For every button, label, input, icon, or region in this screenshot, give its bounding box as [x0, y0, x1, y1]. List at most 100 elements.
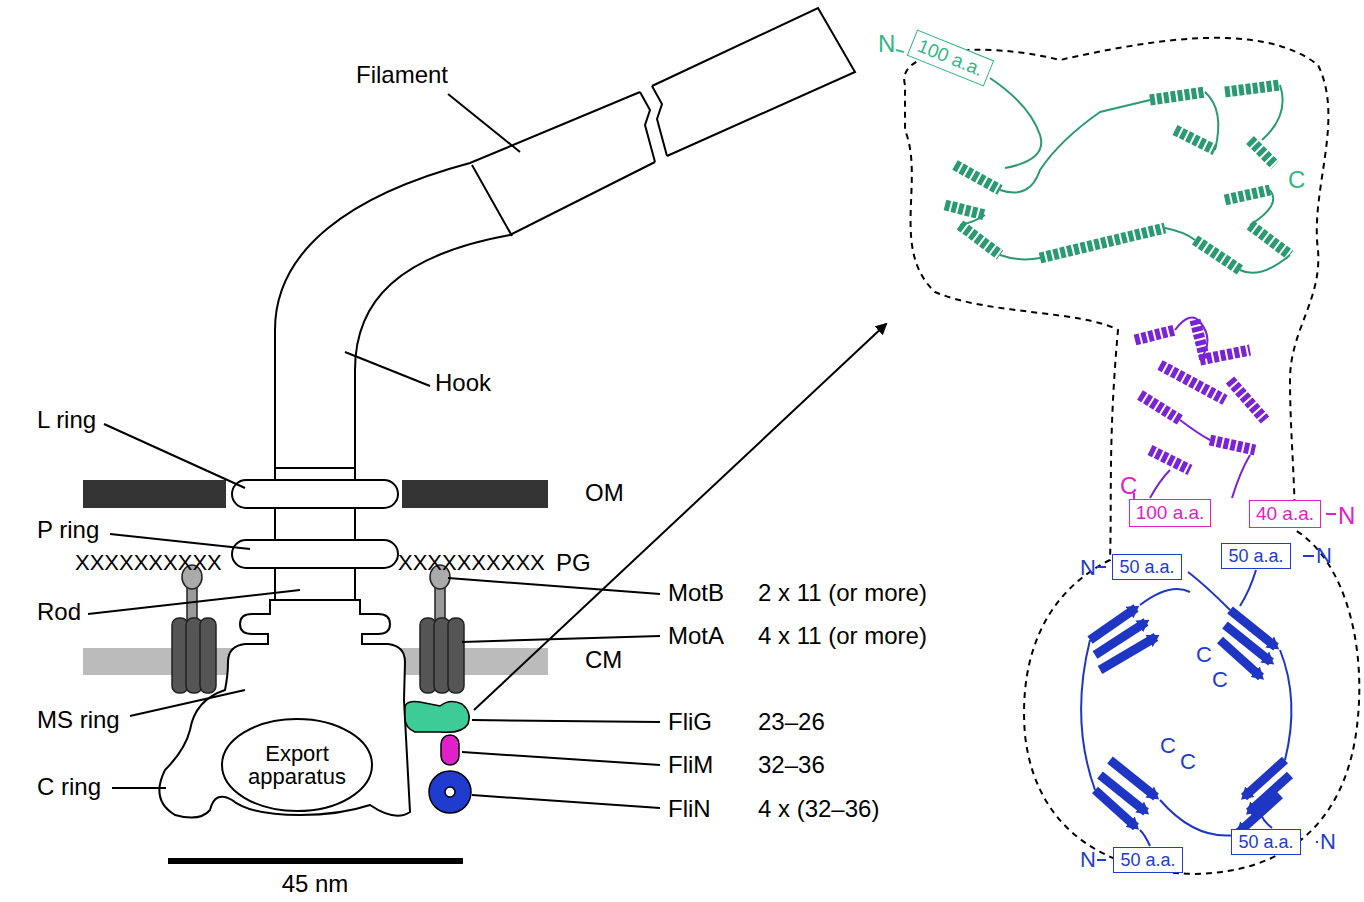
label-holder: L ring [37, 408, 96, 432]
label-holder: XXXXXXXXXX [398, 552, 545, 574]
label-holder: MS ring [37, 708, 120, 732]
leader-lines [88, 94, 886, 808]
stator-part [448, 618, 464, 693]
stator-part [435, 585, 445, 621]
leader-lines-part [472, 795, 660, 808]
membranes-part [83, 480, 226, 508]
filament-hook-part [652, 86, 667, 156]
flig-structure-part [1165, 228, 1195, 240]
part-label: P ring [37, 518, 99, 542]
flig-structure-part [955, 165, 1000, 190]
part-label: 23–26 [758, 710, 825, 734]
filament-hook-part [640, 92, 655, 162]
part-label: C ring [37, 775, 101, 799]
flin-structure-part [1280, 650, 1291, 760]
label-holder: FliM [668, 753, 713, 777]
flig-structure-part [945, 205, 985, 215]
leader-lines-part [345, 352, 430, 386]
part-label: N [1080, 849, 1096, 871]
switch-complex-part [441, 735, 459, 765]
flig-structure-part [1225, 190, 1270, 200]
part-label: C [1180, 751, 1196, 773]
terminus-ticks-part [1097, 859, 1106, 861]
stator [172, 565, 464, 693]
flig-structure-part [990, 78, 1041, 168]
leader-lines-part [110, 534, 250, 549]
label-holder: C [1120, 474, 1137, 498]
flin-structure-part [1095, 790, 1136, 827]
label-holder: 4 x 11 (or more) [758, 624, 927, 648]
part-label: 2 x 11 (or more) [758, 581, 927, 605]
leader-lines-part [448, 94, 520, 152]
part-label: MotA [668, 624, 724, 648]
part-label: N [1316, 545, 1332, 567]
leader-lines-part [130, 690, 245, 716]
label-holder: N [1080, 557, 1096, 579]
part-label: N [1320, 831, 1336, 853]
label-holder: C [1288, 168, 1305, 192]
flim-structure-part [1135, 330, 1175, 340]
flim-structure-part [1232, 455, 1250, 498]
rod-rings-part [232, 540, 398, 568]
leader-lines-part [448, 578, 660, 594]
part-label: XXXXXXXXXX [398, 552, 545, 574]
stator-part [200, 618, 216, 693]
residue-count: 50 a.a. [1120, 851, 1175, 870]
part-label: OM [585, 481, 624, 505]
filament-hook-part [472, 165, 512, 236]
part-label: N [878, 32, 895, 56]
part-label: 4 x (32–36) [758, 797, 879, 821]
label-holder: N [878, 32, 895, 56]
flim-structure-part [1230, 380, 1265, 420]
part-label: L ring [37, 408, 96, 432]
length-box: 50 a.a. [1112, 554, 1181, 581]
switch-complex [405, 701, 471, 813]
flig-structure-part [1250, 140, 1275, 165]
label-holder: XXXXXXXXXX [75, 552, 222, 574]
leader-lines-part [462, 752, 660, 765]
flig-structure-part [1000, 100, 1150, 193]
flin-structure-part [1230, 610, 1276, 647]
part-label: Rod [37, 600, 81, 624]
label-holder: MotA [668, 624, 724, 648]
label-holder: 32–36 [758, 753, 825, 777]
label-holder: MotB [668, 581, 724, 605]
part-label: MS ring [37, 708, 120, 732]
flim-structure-part [1150, 450, 1190, 470]
part-label: C [1160, 735, 1176, 757]
part-label: FliM [668, 753, 713, 777]
ellipse-shape [222, 719, 372, 811]
part-label: PG [556, 551, 591, 575]
flim-structure-part [1150, 470, 1170, 498]
residue-count: 40 a.a. [1256, 504, 1314, 524]
residue-count: 50 a.a. [1238, 833, 1293, 852]
flig-structure-part [1262, 85, 1283, 140]
length-box: 50 a.a. [1113, 847, 1182, 874]
terminus-ticks-part [1303, 555, 1314, 557]
scale-bar [168, 858, 463, 864]
part-label: Hook [435, 371, 491, 395]
flin-structure-part [1240, 570, 1256, 606]
part-label: C [1212, 669, 1228, 691]
switch-complex-part [445, 787, 455, 797]
flin-structure-part [1188, 572, 1230, 610]
flim-structure [1135, 318, 1265, 499]
label-holder: C ring [37, 775, 101, 799]
part-label: FliG [668, 710, 712, 734]
length-box: 50 a.a. [1231, 829, 1300, 856]
label-holder: Rod [37, 600, 81, 624]
label-holder: 23–26 [758, 710, 825, 734]
flim-structure-part [1160, 365, 1225, 400]
leader-lines-part [472, 720, 660, 722]
switch-complex-part [405, 701, 469, 732]
flim-structure-part [1140, 395, 1180, 420]
residue-count: 50 a.a. [1228, 547, 1283, 566]
part-label: XXXXXXXXXX [75, 552, 222, 574]
flin-structure-part [1140, 830, 1150, 846]
terminus-ticks-part [896, 50, 904, 52]
flig-structure [945, 78, 1290, 273]
label-holder: PG [556, 551, 591, 575]
label-holder: FliN [668, 797, 711, 821]
filament-hook [275, 8, 855, 468]
